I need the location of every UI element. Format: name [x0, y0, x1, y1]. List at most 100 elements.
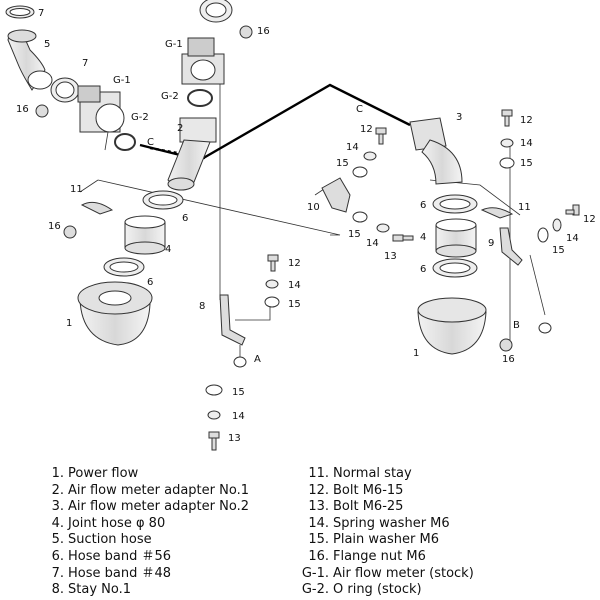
label-a: A [254, 354, 261, 365]
callout-13-bottom: 13 [228, 433, 241, 444]
hose-band-56-right-bottom [432, 258, 478, 278]
legend-item: 1.Power flow [51, 466, 139, 481]
legend-item: 4.Joint hose φ 80 [51, 515, 166, 531]
air-flow-meter-top [181, 37, 225, 85]
callout-15-bottom-b: 15 [552, 245, 565, 256]
callout-labels: 7 5 7 G-1 16 G-2 C 16 G-1 G-2 2 11 6 16 … [16, 8, 596, 444]
plain-washer-bottom [205, 384, 223, 396]
callout-15-bottom-a: 15 [232, 387, 245, 398]
callout-12-bottom: 12 [583, 214, 596, 225]
legend-item: 11.Normal stay [308, 466, 412, 481]
legend-item: 6.Hose band ＃56 [51, 548, 172, 564]
callout-6-left-top: 6 [182, 213, 188, 224]
callout-1-left: 1 [66, 318, 72, 329]
bolt-m6-15-far-right [501, 109, 513, 127]
callout-g1-top: G-1 [165, 39, 183, 50]
plain-washer-right [352, 166, 368, 178]
legend-item: 3.Air flow meter adapter No.2 [51, 499, 249, 515]
stay-no1 [219, 294, 246, 346]
callout-14-mid: 14 [288, 280, 301, 291]
callout-11-left: 11 [70, 184, 83, 195]
hose-band-56-right-top [432, 194, 478, 214]
label-c-right: C [356, 104, 363, 115]
callout-16-left: 16 [16, 104, 29, 115]
hose-band-56-left-bottom [103, 257, 145, 277]
legend-item: 5.Suction hose [51, 532, 152, 548]
callout-4-left: 4 [165, 244, 171, 255]
power-flow-left [77, 281, 153, 346]
flange-nut-top [239, 25, 253, 39]
hose-band-48-top [5, 5, 35, 19]
clamp-top-center [199, 0, 233, 23]
bolt-m6-15-right-side [565, 204, 580, 216]
legend-item: 16.Flange nut M6 [308, 548, 426, 564]
spring-washer-right [363, 151, 377, 161]
callout-g2-top: G-2 [161, 91, 179, 102]
spring-washer-stay [376, 223, 390, 233]
callout-12-mid: 12 [288, 258, 301, 269]
label-b: B [513, 320, 520, 331]
callout-13-mid: 13 [384, 251, 397, 262]
stay-bracket-9 [499, 227, 523, 266]
callout-1-right: 1 [413, 348, 419, 359]
spring-washer-bottom [207, 410, 221, 420]
o-ring-left [114, 133, 136, 151]
spring-washer-far-right [500, 138, 514, 148]
callout-14-right-top: 14 [346, 142, 359, 153]
callout-g1-mid: G-1 [113, 75, 131, 86]
o-ring-top [187, 89, 213, 107]
callout-3: 3 [456, 112, 462, 123]
callout-g2-mid: G-2 [131, 112, 149, 123]
suction-hose [7, 29, 53, 91]
callout-2: 2 [177, 123, 183, 134]
legend-item: 12.Bolt M6-15 [308, 482, 404, 498]
power-flow-right [417, 297, 487, 355]
callout-15-right: 15 [520, 158, 533, 169]
callout-7-top: 7 [38, 8, 44, 19]
bolt-m6-25-right [392, 234, 414, 242]
exploded-parts-diagram: 7 5 7 G-1 16 G-2 C 16 G-1 G-2 2 11 6 16 … [5, 0, 596, 451]
legend-item: 15.Plain washer M6 [308, 532, 439, 548]
bolt-m6-15-mid [267, 254, 279, 272]
flange-nut-left [35, 104, 49, 118]
plain-washer-mid [264, 296, 280, 308]
callout-10: 10 [307, 202, 320, 213]
spring-washer-mid [265, 279, 279, 289]
hose-band-48-mid [50, 77, 80, 103]
plain-washer-far-right [499, 157, 515, 169]
callout-14-bottom-a: 14 [232, 411, 245, 422]
callout-12-right: 12 [520, 115, 533, 126]
normal-stay-right [480, 207, 514, 219]
callout-16-left2: 16 [48, 221, 61, 232]
callout-14-right: 14 [520, 138, 533, 149]
normal-stay-left [80, 201, 114, 215]
callout-6-right-bottom: 6 [420, 264, 426, 275]
callout-15-right-top: 15 [336, 158, 349, 169]
joint-hose-80-right [435, 218, 477, 258]
callout-16-top: 16 [257, 26, 270, 37]
label-c-left: C [147, 137, 154, 148]
callout-12-right-top: 12 [360, 124, 373, 135]
callout-5: 5 [44, 39, 50, 50]
parts-legend-right: 11.Normal stay 12.Bolt M6-15 13.Bolt M6-… [301, 466, 474, 599]
flange-nut-right [499, 338, 513, 352]
legend-item: G-1.Air flow meter (stock) [301, 565, 474, 581]
air-flow-meter-left [77, 85, 125, 133]
legend-item: 14.Spring washer M6 [308, 515, 450, 531]
legend-item: 2.Air flow meter adapter No.1 [51, 482, 249, 498]
flange-nut-left-2 [63, 225, 77, 239]
legend-item: 7.Hose band ＃48 [51, 565, 172, 581]
callout-7-mid: 7 [82, 58, 88, 69]
spring-washer-right-side [552, 218, 562, 232]
callout-9: 9 [488, 238, 494, 249]
legend-item: 8.Stay No.1 [51, 582, 131, 598]
mount-point-a [233, 356, 247, 368]
plain-washer-right-side [537, 227, 549, 243]
callout-15-stay: 15 [348, 229, 361, 240]
callout-11-right: 11 [518, 202, 531, 213]
bolt-m6-25-bottom [208, 431, 220, 451]
air-flow-meter-adapter-no1 [167, 117, 217, 191]
air-flow-meter-adapter-no2 [409, 117, 463, 185]
hose-band-56-left-top [142, 190, 184, 210]
callout-6-right-top: 6 [420, 200, 426, 211]
